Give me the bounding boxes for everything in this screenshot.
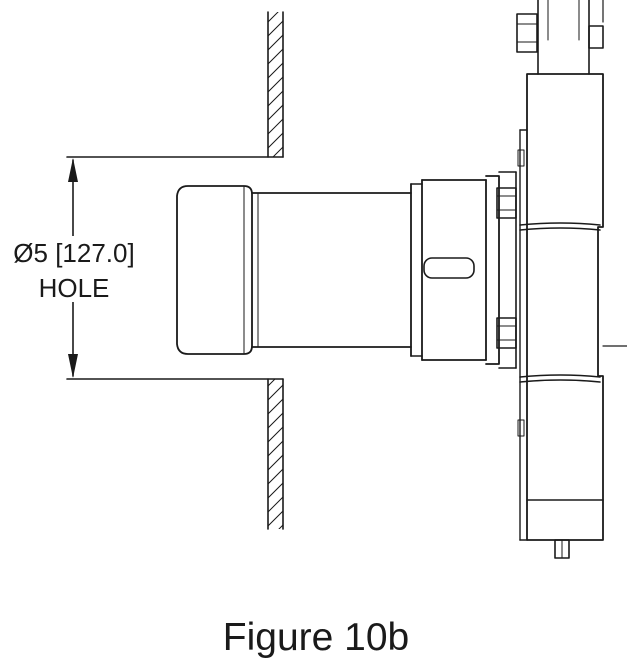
arrowhead-down-icon	[68, 354, 78, 378]
slot-window	[423, 257, 475, 279]
end-cap	[176, 185, 253, 355]
cylinder-body	[251, 192, 412, 348]
wall-hatching-bottom	[268, 379, 283, 529]
wall-hatching-top	[268, 12, 283, 157]
actuator-housing	[517, 73, 627, 541]
top-bracket	[516, 0, 604, 75]
dimension-label-line2: HOLE	[39, 273, 110, 303]
bottom-stem	[554, 539, 570, 559]
dimension-label-line1: Ø5 [127.0]	[13, 238, 134, 268]
mounting-flange	[485, 171, 517, 369]
arrowhead-up-icon	[68, 158, 78, 182]
wall-section-bottom	[267, 378, 284, 530]
figure-caption: Figure 10b	[223, 616, 409, 659]
coupling-collar	[410, 179, 487, 361]
wall-section-top	[267, 11, 284, 158]
dimension-label-mask	[0, 236, 156, 302]
bolt-upper	[496, 187, 517, 219]
bolt-lower	[496, 317, 517, 349]
